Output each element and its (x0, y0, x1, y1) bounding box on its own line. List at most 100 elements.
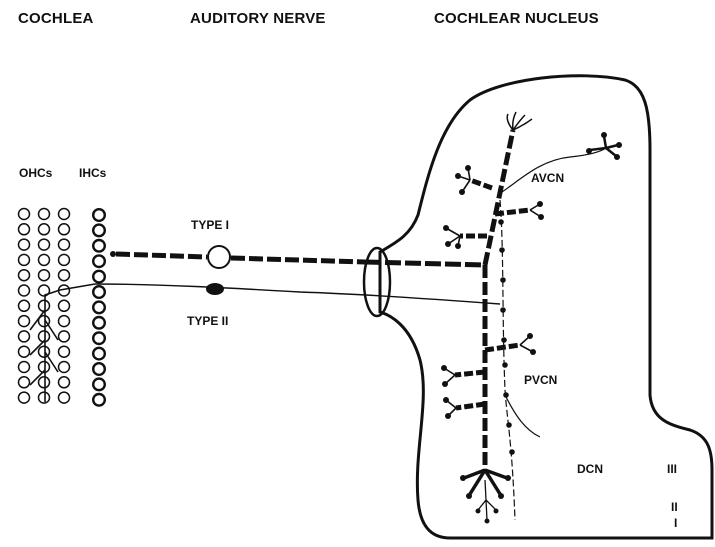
ohc-label: OHCs (19, 166, 52, 180)
synaptic-terminal (445, 413, 451, 419)
header-auditory-nerve: AUDITORY NERVE (190, 10, 326, 27)
dcn-layer-ii: II (671, 500, 678, 514)
inner-hair-cell (93, 225, 105, 237)
inner-hair-cell (93, 286, 105, 298)
dcn-label: DCN (577, 462, 603, 476)
ihc-label: IHCs (79, 166, 106, 180)
endbulb-terminal (507, 112, 532, 130)
inner-hair-cell (93, 271, 105, 283)
outer-hair-cell (39, 392, 50, 403)
collateral-axon (485, 345, 520, 350)
synaptic-terminal (455, 173, 461, 179)
inner-hair-cell (93, 379, 105, 391)
synaptic-terminal (530, 349, 536, 355)
outer-hair-cell (19, 209, 30, 220)
outer-hair-cell (19, 377, 30, 388)
outer-hair-cell (59, 270, 70, 281)
inner-hair-cell (93, 317, 105, 329)
inner-hair-cell (93, 255, 105, 267)
pvcn-collateral (505, 395, 540, 437)
pvcn-label: PVCN (524, 373, 557, 387)
dcn-layer-i: I (674, 516, 677, 530)
nerve-entry-oval (364, 248, 390, 316)
outer-hair-cell (39, 254, 50, 265)
inner-hair-cell (93, 332, 105, 344)
outer-hair-cell (39, 209, 50, 220)
header-cochlear-nucleus: COCHLEAR NUCLEUS (434, 10, 599, 27)
outer-hair-cell (19, 270, 30, 281)
dcn-layer-iii: III (667, 462, 677, 476)
type1-central-axon-a (231, 258, 365, 262)
fiber-bead (500, 307, 506, 313)
synaptic-terminal (537, 201, 543, 207)
inner-hair-cell (93, 348, 105, 360)
avcn-collateral (502, 148, 606, 192)
outer-hair-cell (59, 362, 70, 373)
fiber-bead (509, 449, 515, 455)
fiber-bead (502, 362, 508, 368)
type2-cell-body (206, 283, 224, 295)
outer-hair-cell (19, 362, 30, 373)
synaptic-terminal (538, 214, 544, 220)
collateral-axon (456, 404, 485, 408)
outer-hair-cell (39, 224, 50, 235)
fiber-bead (499, 247, 505, 253)
outer-hair-cell (19, 254, 30, 265)
inner-hair-cell (93, 302, 105, 314)
ascending-branch (485, 130, 513, 265)
synaptic-terminal (443, 225, 449, 231)
outer-hair-cells (19, 209, 70, 404)
outer-hair-cell (59, 392, 70, 403)
fiber-bead (501, 337, 507, 343)
type1-central-axon-b (365, 262, 485, 265)
outer-hair-cell (59, 300, 70, 311)
avcn-label: AVCN (531, 171, 564, 185)
outer-hair-cell (59, 346, 70, 357)
outer-hair-cell (19, 224, 30, 235)
outer-hair-cell (59, 331, 70, 342)
outer-hair-cell (19, 346, 30, 357)
outer-hair-cell (59, 316, 70, 327)
synaptic-terminal (465, 165, 471, 171)
outer-hair-cell (59, 377, 70, 388)
inner-hair-cell (93, 363, 105, 375)
type1-cell-body (208, 246, 230, 268)
outer-hair-cell (19, 331, 30, 342)
synaptic-terminal (459, 189, 465, 195)
outer-hair-cell (39, 239, 50, 250)
inner-hair-cell (93, 209, 105, 221)
header-cochlea: COCHLEA (18, 10, 94, 27)
outer-hair-cell (19, 285, 30, 296)
outer-hair-cell (19, 300, 30, 311)
outer-hair-cell (59, 209, 70, 220)
outer-hair-cell (39, 377, 50, 388)
outer-hair-cell (19, 239, 30, 250)
collateral-axon (470, 180, 492, 188)
outer-hair-cell (19, 316, 30, 327)
outer-hair-cell (39, 300, 50, 311)
type2-axon (95, 284, 500, 304)
outer-hair-cell (59, 239, 70, 250)
synaptic-terminal (442, 381, 448, 387)
synaptic-terminal (455, 243, 461, 249)
type1-ihc-terminal (110, 251, 116, 257)
fiber-bead (500, 277, 506, 283)
type2-label: TYPE II (187, 314, 228, 328)
fiber-beads (498, 219, 515, 455)
type1-peripheral-axon (116, 254, 207, 257)
collateral-axon (455, 372, 485, 375)
synaptic-terminal (527, 333, 533, 339)
type1-label: TYPE I (191, 218, 229, 232)
cochlear-nucleus-outline (380, 76, 712, 538)
outer-hair-cell (19, 392, 30, 403)
synaptic-terminal (443, 397, 449, 403)
outer-hair-cell (59, 254, 70, 265)
synaptic-terminal (445, 241, 451, 247)
inner-hair-cell (93, 240, 105, 252)
fiber-bead (498, 219, 504, 225)
inner-hair-cell (93, 394, 105, 406)
fiber-bead (506, 422, 512, 428)
fiber-bead (503, 392, 509, 398)
outer-hair-cell (59, 224, 70, 235)
